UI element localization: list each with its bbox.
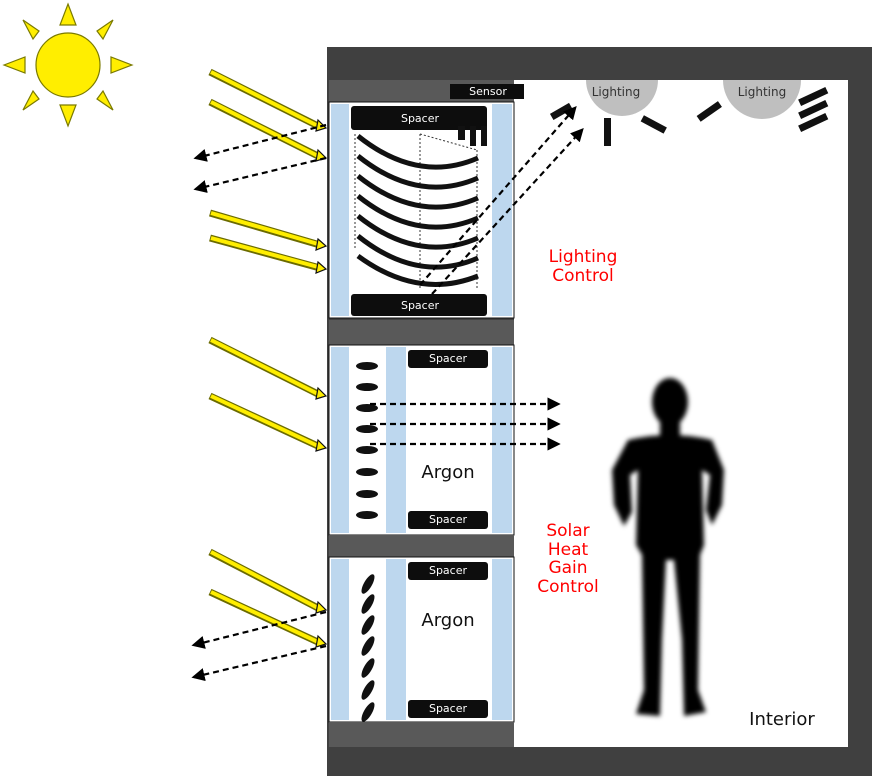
sun-icon [2,2,134,128]
light-rays [549,86,829,146]
spacer-bottom-1 [351,294,487,316]
lighting-label-1: Lighting [591,85,641,99]
solar-heat-gain-control-label: Solar Heat Gain Control [537,521,599,598]
curved-louvers [356,134,479,287]
spacer-top-2 [408,350,488,368]
horizontal-slats [356,362,378,519]
argon-label-2: Argon [421,610,475,631]
lighting-fixture-2 [723,80,801,119]
spacer-top-1 [351,106,487,130]
spacer-label-1: Spacer [400,112,440,125]
spacer-top-3 [408,562,488,580]
window-unit-bottom [328,556,515,747]
spacer-bottom-3 [408,700,488,718]
sensor-label: Sensor [469,85,507,98]
lighting-label-2: Lighting [737,85,787,99]
person-silhouette-icon [612,378,724,716]
sensor-box [450,84,524,99]
tilted-slats [361,574,375,722]
argon-label-1: Argon [421,462,475,483]
reflected-and-transmitted-arrows [191,106,584,682]
interior-label: Interior [749,709,815,730]
spacer-label-3: Spacer [428,352,468,365]
spacer-label-2: Spacer [400,299,440,312]
lighting-fixture-1 [586,80,658,116]
spacer-label-4: Spacer [428,513,468,526]
spacer-label-5: Spacer [428,564,468,577]
spacer-label-6: Spacer [428,702,468,715]
window-unit-middle [328,344,515,557]
window-unit-top [328,80,524,345]
incoming-sun-rays [208,68,322,647]
spacer-bottom-2 [408,511,488,529]
lighting-control-label: Lighting Control [548,247,618,286]
